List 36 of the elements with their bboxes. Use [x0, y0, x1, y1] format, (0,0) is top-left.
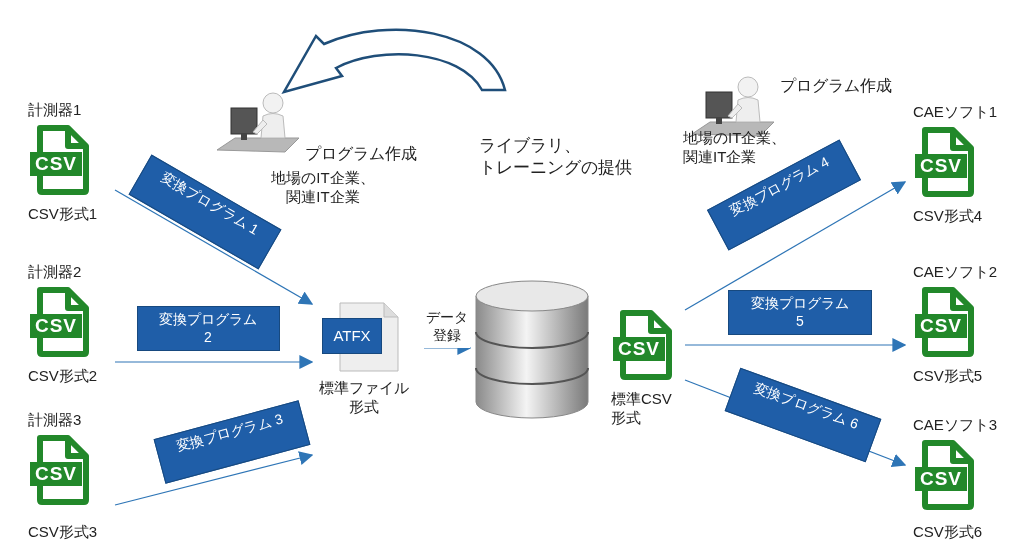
icon-label: CSV — [33, 315, 79, 337]
node-label: 標準CSV形式 — [611, 389, 673, 427]
arrow — [114, 451, 314, 506]
arrow — [684, 338, 907, 352]
node-label: CSV形式5 — [913, 366, 983, 385]
arrow — [114, 355, 314, 369]
node-label: CAEソフト3 — [913, 415, 998, 434]
icon-label: CSV — [33, 153, 79, 175]
curved-arrow — [282, 28, 507, 94]
node-label: プログラム作成 — [305, 144, 417, 163]
node-label: 標準ファイル形式 — [318, 378, 410, 416]
node-label: プログラム作成 — [780, 76, 892, 95]
node-label: CSV形式1 — [28, 204, 98, 223]
icon-label: CSV — [918, 155, 964, 177]
node-label: CSV形式3 — [28, 522, 98, 541]
node-label: 計測器1 — [28, 100, 82, 119]
node-label: 計測器2 — [28, 262, 82, 281]
node-label: CSV形式4 — [913, 206, 983, 225]
icon-label: CSV — [918, 468, 964, 490]
program-label-box: 変換プログラム 6 — [724, 367, 882, 463]
arrow — [114, 189, 314, 305]
edge-label: データ登録 — [424, 308, 470, 348]
node-label: CAEソフト2 — [913, 262, 998, 281]
node-label: 計測器3 — [28, 410, 82, 429]
arrow — [684, 181, 907, 311]
node-label: CSV形式2 — [28, 366, 98, 385]
node-label: CAEソフト1 — [913, 102, 998, 121]
program-label-box: 変換プログラム 3 — [153, 400, 311, 484]
program-label-box: 変換プログラム 2 — [136, 305, 280, 351]
program-label-box: 変換プログラム 5 — [728, 289, 872, 335]
node-label: CSV形式6 — [913, 522, 983, 541]
format-tag: ATFX — [322, 318, 382, 354]
icon-label: CSV — [616, 338, 662, 360]
icon-label: CSV — [33, 463, 79, 485]
icon-label: CSV — [918, 315, 964, 337]
node-label: ライブラリ、トレーニングの提供 — [479, 135, 633, 179]
